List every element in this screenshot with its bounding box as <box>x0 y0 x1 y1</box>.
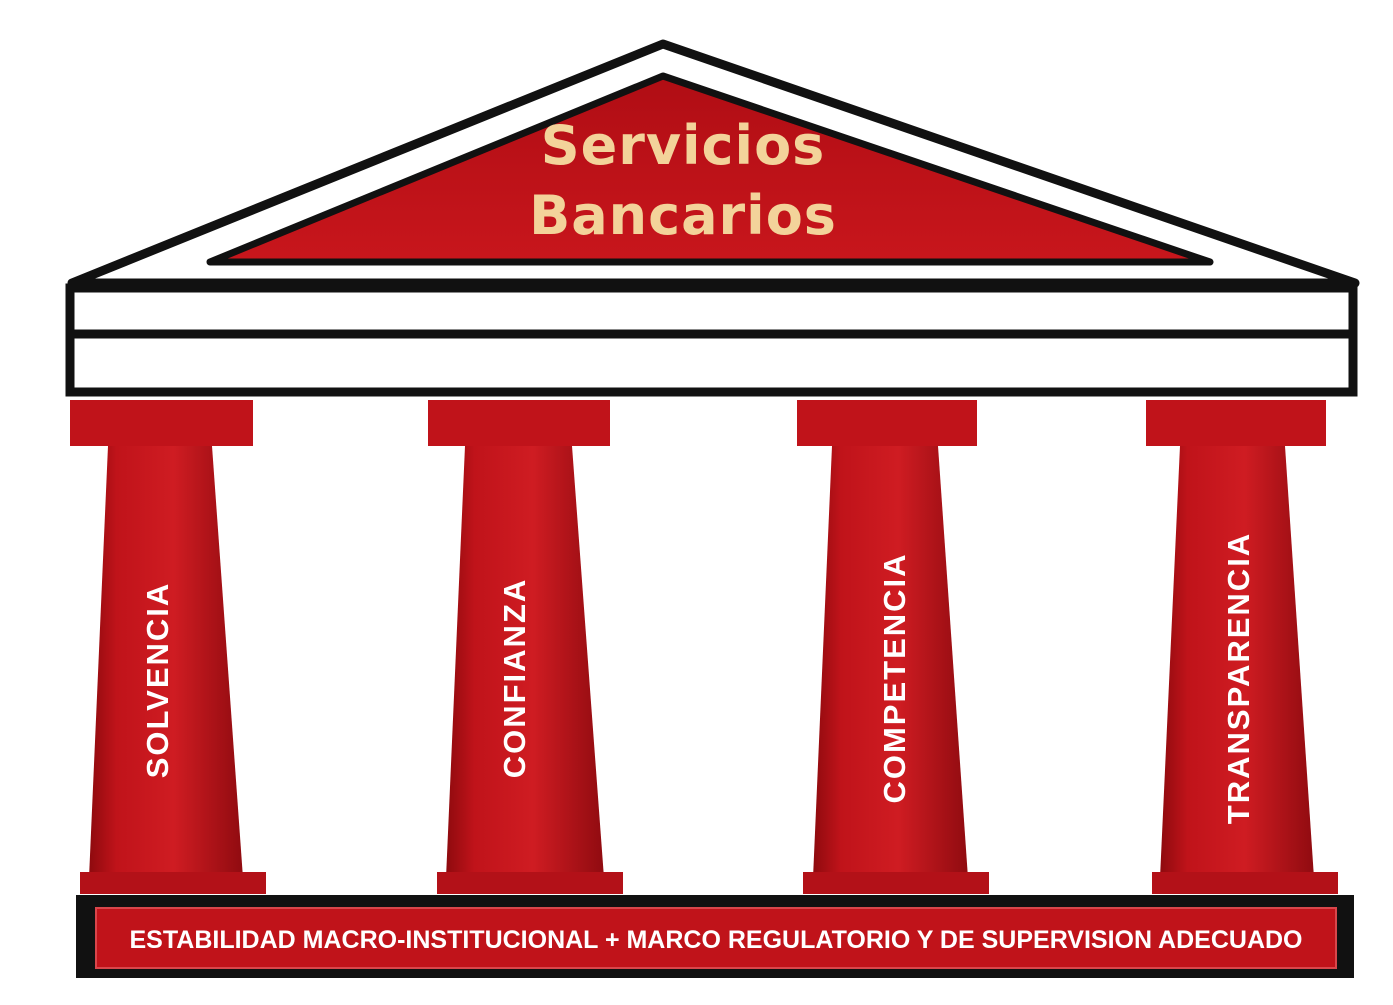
pillar-shaft <box>813 446 968 878</box>
roof-title-line2: Bancarios <box>529 184 837 247</box>
entablature-band-top <box>65 283 1358 339</box>
entablature <box>65 283 1358 397</box>
entablature-band-bottom <box>65 329 1358 397</box>
pillar-3: COMPETENCIA <box>797 400 989 894</box>
pillar-base <box>80 872 266 894</box>
pillar-2: CONFIANZA <box>428 400 623 894</box>
pillar-shaft <box>446 446 604 878</box>
pillar-base <box>437 872 623 894</box>
pillar-shaft <box>89 446 243 878</box>
pillar-label-solvencia: SOLVENCIA <box>140 582 175 779</box>
foundation-inner <box>95 907 1337 969</box>
pillar-capital <box>1146 400 1326 446</box>
pillar-base <box>803 872 989 894</box>
roof-inner <box>206 72 1214 266</box>
pillar-4: TRANSPARENCIA <box>1146 400 1338 894</box>
pillar-base <box>1152 872 1338 894</box>
pillar-label-confianza: CONFIANZA <box>497 578 532 779</box>
pillar-shaft <box>1160 446 1314 878</box>
pillar-capital <box>70 400 253 446</box>
roof: Servicios Bancarios <box>67 39 1360 288</box>
pillar-label-transparencia: TRANSPARENCIA <box>1221 532 1256 824</box>
roof-title-line1: Servicios <box>541 114 826 177</box>
foundation-label: ESTABILIDAD MACRO-INSTITUCIONAL + MARCO … <box>130 926 1303 954</box>
pillar-capital <box>428 400 610 446</box>
pillar-label-competencia: COMPETENCIA <box>877 552 912 803</box>
foundation: ESTABILIDAD MACRO-INSTITUCIONAL + MARCO … <box>76 895 1354 978</box>
pillar-1: SOLVENCIA <box>70 400 266 894</box>
pillar-capital <box>797 400 977 446</box>
